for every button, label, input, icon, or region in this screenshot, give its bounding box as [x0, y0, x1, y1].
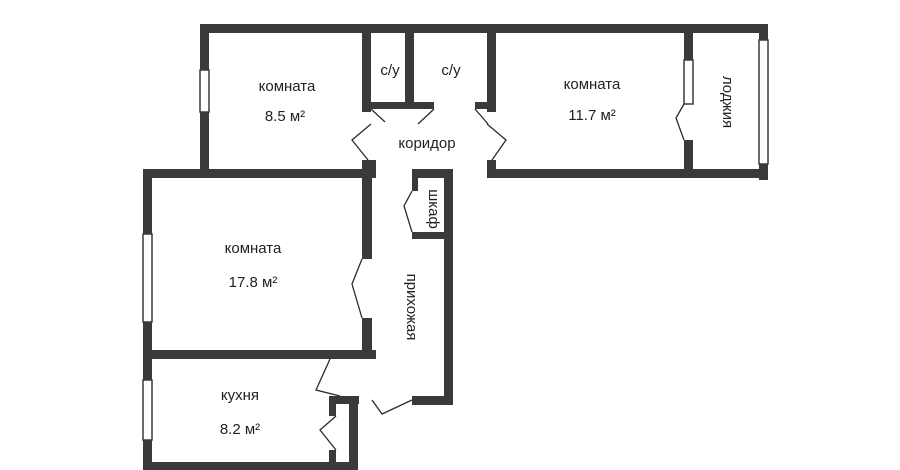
wall-storage-top: [329, 396, 359, 404]
wall-corridor-bottom: [412, 169, 453, 178]
door-loggia: [675, 103, 685, 141]
door-closet: [403, 190, 413, 233]
wall-wc1-bottom: [362, 102, 414, 109]
wall-wc2-bottom: [414, 102, 434, 109]
wc1-name: с/у: [380, 62, 400, 79]
door-wc2-b: [474, 108, 489, 125]
labels: комната 8.5 м² с/у с/у комната 11.7 м² к…: [220, 62, 736, 438]
wall-storage-right: [349, 396, 358, 470]
door-entrance: [371, 399, 413, 415]
wall-room1-room3: [143, 169, 376, 178]
wall-room3-kitchen: [143, 350, 376, 359]
door-room1: [351, 123, 372, 161]
loggia-name: лоджия: [719, 76, 736, 128]
wall-storage-left: [329, 396, 336, 416]
closet-name: шкаф: [425, 189, 442, 229]
wall-storage-left-b: [329, 450, 336, 470]
kitchen-name: кухня: [221, 387, 259, 404]
wall-loggia-divider: [684, 24, 693, 60]
wall-loggia-divider-b: [684, 140, 693, 178]
room2-area: 11.7 м²: [568, 107, 616, 124]
windows: [142, 39, 769, 441]
kitchen-area: 8.2 м²: [220, 421, 260, 438]
wall-room3-right-b: [362, 318, 372, 359]
wall-hallway-right: [444, 169, 453, 405]
loggia-door-glass: [683, 59, 694, 105]
door-kitchen: [315, 358, 341, 397]
wall-room1-right: [362, 24, 371, 112]
wall-closet-left: [412, 169, 418, 191]
door-wc1: [370, 108, 386, 123]
wall-corridor-right: [487, 160, 496, 178]
corridor-name: коридор: [398, 135, 455, 152]
window-room3: [142, 233, 153, 323]
wall-bottom-right: [496, 169, 768, 178]
wall-top: [200, 24, 768, 33]
wall-left-room1-b: [200, 112, 209, 178]
wc2-name: с/у: [441, 62, 461, 79]
room2-name: комната: [564, 76, 621, 93]
wall-closet-bottom: [412, 232, 453, 239]
wall-left-room3: [143, 169, 152, 234]
room1-name: комната: [259, 78, 316, 95]
wall-kitchen-bottom: [143, 462, 355, 470]
door-room3: [351, 258, 363, 319]
room3-name: комната: [225, 240, 282, 257]
doors: [315, 103, 685, 451]
room3-area: 17.8 м²: [229, 274, 278, 291]
door-room2: [486, 123, 507, 161]
door-wc2: [417, 108, 435, 125]
room1-area: 8.5 м²: [265, 108, 305, 125]
window-room1: [199, 69, 210, 113]
wall-wc-divider: [405, 24, 414, 104]
wall-wc2-bottom-b: [475, 102, 495, 109]
hallway-name: прихожая: [403, 274, 420, 341]
wall-wc2-right: [487, 24, 496, 112]
wall-left-room1: [200, 24, 209, 70]
wall-room3-right: [362, 169, 372, 259]
wall-corridor-left: [362, 160, 376, 178]
window-loggia: [758, 39, 769, 165]
window-kitchen: [142, 379, 153, 441]
door-storage: [319, 415, 337, 451]
wall-hallway-bottom: [412, 396, 453, 405]
